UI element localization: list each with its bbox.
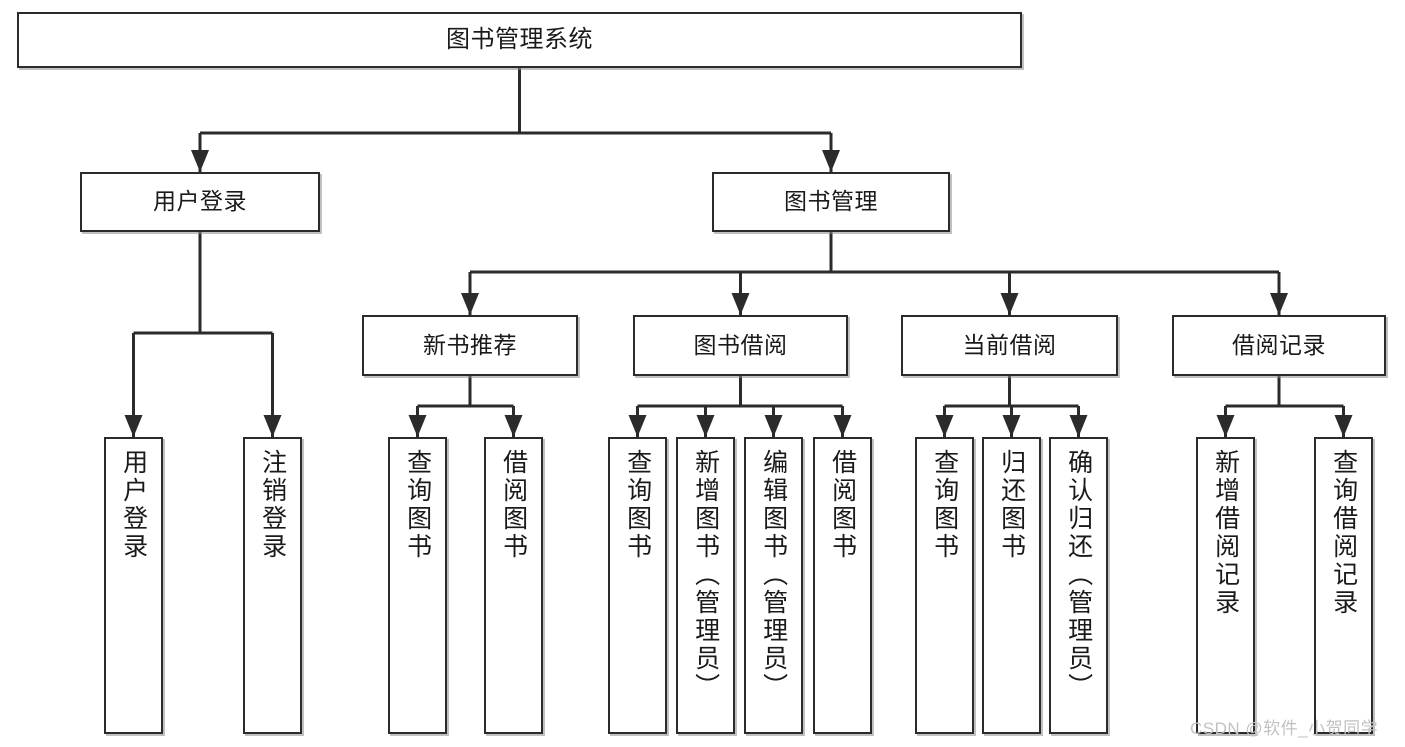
arrowhead-borrow <box>731 293 750 315</box>
node-borrow[interactable]: 图书借阅 <box>633 315 848 376</box>
node-label-leaf11: 确认归还（管理员） <box>1064 449 1093 701</box>
arrowhead-leaf4 <box>504 415 523 437</box>
arrowhead-leaf9 <box>935 415 954 437</box>
node-label-leaf6: 新增图书（管理员） <box>691 449 720 701</box>
node-label-records: 借阅记录 <box>1232 331 1326 358</box>
arrowhead-leaf12 <box>1216 415 1235 437</box>
arrowhead-leaf8 <box>833 415 852 437</box>
arrowhead-leaf10 <box>1002 415 1021 437</box>
arrowhead-leaf1 <box>124 415 143 437</box>
node-label-leaf7: 编辑图书（管理员） <box>759 449 788 701</box>
arrowhead-current <box>1000 293 1019 315</box>
arrowhead-leaf7 <box>764 415 783 437</box>
arrowhead-leaf3 <box>408 415 427 437</box>
node-leaf7[interactable]: 编辑图书（管理员） <box>744 437 803 734</box>
node-label-leaf1: 用户登录 <box>119 449 148 561</box>
arrowhead-newbook <box>461 293 479 315</box>
node-label-leaf4: 借阅图书 <box>499 449 528 561</box>
node-leaf8[interactable]: 借阅图书 <box>813 437 872 734</box>
node-leaf3[interactable]: 查询图书 <box>388 437 447 734</box>
node-label-leaf2: 注销登录 <box>258 449 287 561</box>
node-label-leaf3: 查询图书 <box>403 449 432 561</box>
arrowhead-leaf6 <box>696 415 715 437</box>
node-leaf2[interactable]: 注销登录 <box>243 437 302 734</box>
node-label-borrow: 图书借阅 <box>693 331 788 358</box>
node-label-leaf9: 查询图书 <box>930 449 959 561</box>
node-leaf6[interactable]: 新增图书（管理员） <box>676 437 735 734</box>
node-leaf11[interactable]: 确认归还（管理员） <box>1049 437 1108 734</box>
node-leaf5[interactable]: 查询图书 <box>608 437 667 734</box>
arrowhead-leaf2 <box>263 415 282 437</box>
arrowhead-login <box>191 150 209 172</box>
node-label-current: 当前借阅 <box>962 331 1057 358</box>
node-label-login: 用户登录 <box>153 188 247 215</box>
node-label-bookmgmt: 图书管理 <box>784 188 878 215</box>
node-leaf13[interactable]: 查询借阅记录 <box>1314 437 1373 734</box>
node-label-newbook: 新书推荐 <box>423 331 517 358</box>
node-bookmgmt[interactable]: 图书管理 <box>712 172 950 232</box>
node-label-leaf5: 查询图书 <box>623 449 652 561</box>
node-label-root: 图书管理系统 <box>446 25 593 53</box>
node-leaf9[interactable]: 查询图书 <box>915 437 974 734</box>
node-leaf1[interactable]: 用户登录 <box>104 437 163 734</box>
node-leaf4[interactable]: 借阅图书 <box>484 437 543 734</box>
node-label-leaf8: 借阅图书 <box>828 449 857 561</box>
arrowhead-leaf11 <box>1069 415 1088 437</box>
arrowhead-leaf13 <box>1334 415 1353 437</box>
node-label-leaf10: 归还图书 <box>997 449 1026 561</box>
node-label-leaf13: 查询借阅记录 <box>1329 449 1358 617</box>
node-login[interactable]: 用户登录 <box>80 172 320 232</box>
node-leaf10[interactable]: 归还图书 <box>982 437 1041 734</box>
node-newbook[interactable]: 新书推荐 <box>362 315 578 376</box>
arrowhead-leaf5 <box>628 415 647 437</box>
node-records[interactable]: 借阅记录 <box>1172 315 1386 376</box>
node-label-leaf12: 新增借阅记录 <box>1211 449 1240 617</box>
arrowhead-bookmgmt <box>822 150 840 172</box>
arrowhead-records <box>1270 293 1288 315</box>
node-current[interactable]: 当前借阅 <box>901 315 1118 376</box>
node-root[interactable]: 图书管理系统 <box>17 12 1022 68</box>
node-leaf12[interactable]: 新增借阅记录 <box>1196 437 1255 734</box>
